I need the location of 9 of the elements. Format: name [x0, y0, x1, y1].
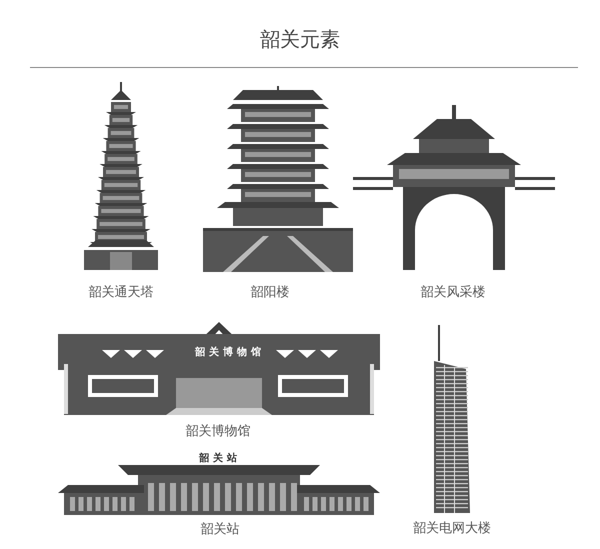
caption: 韶关博物馆 — [186, 423, 250, 441]
caption: 韶关通天塔 — [88, 284, 154, 302]
caption: 韶关风采楼 — [420, 284, 486, 302]
building-sign: 韶关博物馆 — [195, 346, 265, 360]
building-sign: 韶关站 — [199, 452, 241, 466]
caption: 韶阳楼 — [250, 284, 290, 302]
caption: 韶关电网大楼 — [413, 520, 491, 538]
title: 韶关元素 — [260, 26, 340, 53]
caption: 韶关站 — [200, 521, 240, 539]
